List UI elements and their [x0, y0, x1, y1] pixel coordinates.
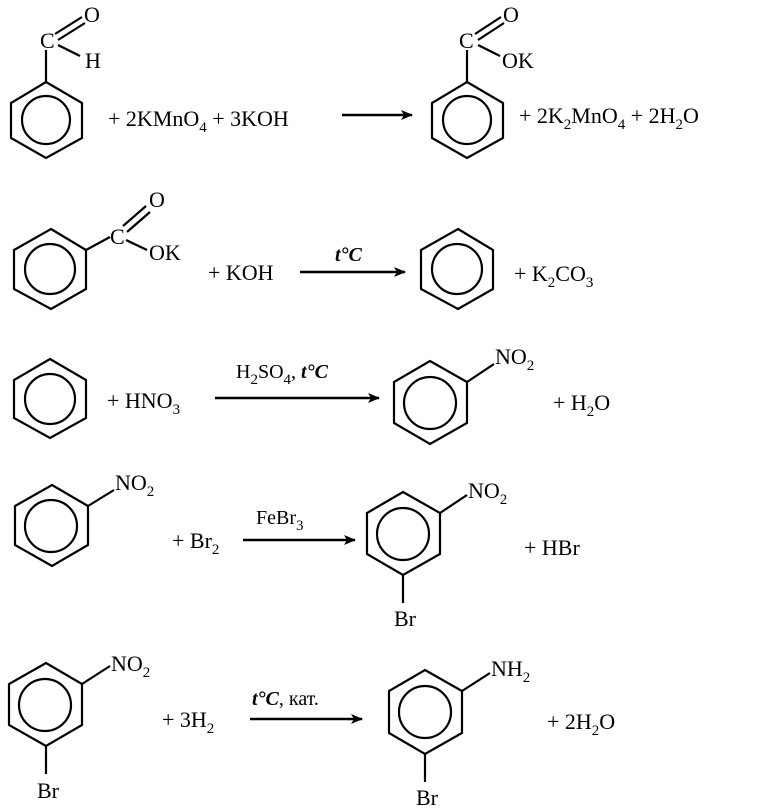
aromatic-circle: [23, 498, 79, 554]
carbonyl-double-bond-a: [474, 16, 502, 35]
reaction-5-byproduct: + 2H2O: [547, 709, 615, 739]
reaction-3: + HNO3 H2SO4, t°C NO2 + H2O: [12, 344, 610, 446]
aromatic-circle: [397, 684, 453, 740]
nitro-group: NO2: [111, 651, 150, 681]
carbonyl-double-bond-b: [57, 22, 86, 41]
m-bromoaniline-product: NH2 Br: [387, 656, 530, 810]
carbonyl-double-bond-a: [122, 205, 147, 227]
reaction-2-byproduct: + K2CO3: [514, 261, 593, 291]
aromatic-circle: [17, 677, 73, 733]
carbonyl-double-bond-b: [477, 22, 505, 41]
potassium-benzoate-product: C O OK: [430, 2, 534, 160]
bromine-substituent: Br: [394, 606, 417, 631]
reaction-4-reagent: + Br2: [172, 528, 219, 558]
aromatic-circle: [430, 242, 484, 296]
nitro-group: NO2: [495, 344, 534, 374]
ring-to-nitro-bond: [466, 363, 495, 383]
benzene-ring: [12, 357, 88, 440]
nitrobenzene-reactant: NO2: [13, 470, 154, 568]
ring-to-nitro-bond: [87, 489, 115, 507]
ring-to-carbon-bond: [85, 236, 111, 251]
amino-group: NH2: [491, 656, 530, 686]
carbon-ok-bond: [125, 239, 148, 251]
aromatic-circle: [23, 372, 77, 426]
ring-to-nitro-bond: [439, 494, 468, 514]
m-bromonitrobenzene-product: NO2 Br: [365, 478, 507, 631]
carbon-ok-bond: [477, 44, 501, 57]
reaction-2-reagent: + KOH: [208, 260, 274, 285]
m-bromonitrobenzene-reactant: NO2 Br: [7, 651, 150, 803]
aromatic-circle: [23, 242, 77, 296]
benzene-ring: [430, 80, 505, 160]
benzene-reactant: [12, 357, 88, 440]
ring-to-nitro-bond: [81, 665, 111, 685]
carbonyl-oxygen: O: [84, 2, 100, 27]
aromatic-circle: [441, 94, 493, 146]
potassium-benzoate-reactant: C O OK: [12, 187, 181, 311]
benzene-ring: [9, 80, 84, 160]
reaction-1: C O H + 2KMnO4 + 3KOH C O OK + 2K2MnO4 +…: [9, 2, 699, 160]
aromatic-circle: [20, 94, 72, 146]
nitrobenzene-product: NO2: [392, 344, 534, 446]
carbonyl-oxygen: O: [149, 187, 165, 212]
reaction-3-byproduct: + H2O: [553, 390, 610, 420]
ok-group: OK: [502, 48, 534, 73]
reaction-4-condition: FeBr3: [256, 507, 304, 534]
ok-group: OK: [149, 240, 181, 265]
benzene-ring: [419, 227, 495, 311]
bromine-substituent: Br: [37, 778, 60, 803]
reaction-5-condition: t°C, кат.: [252, 688, 319, 710]
ring-to-amino-bond: [461, 672, 491, 692]
reaction-4: NO2 + Br2 FeBr3 NO2 Br + HBr: [13, 470, 580, 631]
carbonyl-oxygen: O: [503, 2, 519, 27]
reaction-1-reagents: + 2KMnO4 + 3KOH: [108, 106, 289, 136]
reaction-3-condition: H2SO4, t°C: [236, 361, 329, 388]
reaction-2: C O OK + KOH t°C + K2CO3: [12, 187, 593, 311]
carbonyl-double-bond-b: [126, 211, 151, 233]
reaction-1-byproducts: + 2K2MnO4 + 2H2O: [519, 103, 699, 133]
reaction-2-condition: t°C: [335, 244, 363, 266]
carboxylate-carbon: C: [110, 224, 125, 249]
benzaldehyde-molecule: C O H: [9, 2, 101, 160]
aromatic-circle: [375, 506, 431, 562]
aromatic-circle: [402, 375, 458, 431]
aldehyde-h-bond: [57, 44, 81, 57]
reaction-4-byproduct: + HBr: [524, 535, 580, 560]
nitro-group: NO2: [115, 470, 154, 500]
reaction-3-reagent: + HNO3: [107, 388, 180, 418]
carboxylate-carbon: C: [459, 28, 474, 53]
benzene-product: [419, 227, 495, 311]
carbonyl-double-bond-a: [54, 16, 83, 35]
reaction-5: NO2 Br + 3H2 t°C, кат. NH2 Br + 2H2O: [7, 651, 615, 810]
reaction-5-reagent: + 3H2: [162, 707, 214, 737]
aldehyde-hydrogen: H: [85, 48, 101, 73]
bromine-substituent: Br: [416, 785, 439, 810]
carbonyl-carbon: C: [40, 28, 55, 53]
nitro-group: NO2: [468, 478, 507, 508]
